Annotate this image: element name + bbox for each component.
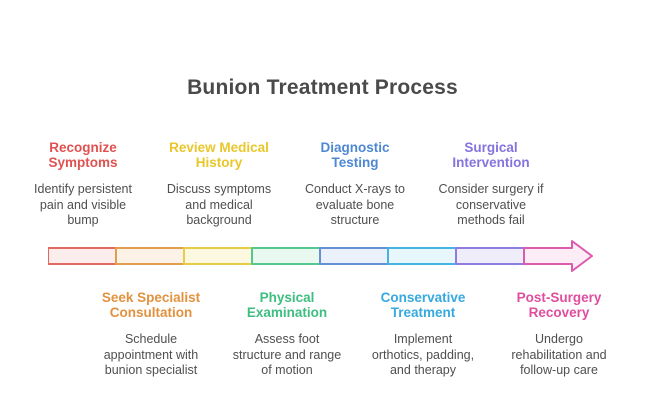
process-arrow-svg (47, 240, 593, 272)
arrow-segment (183, 247, 253, 265)
arrow-segment (115, 247, 185, 265)
step-title: Conservative Treatment (380, 290, 466, 320)
step-title: Surgical Intervention (452, 140, 530, 170)
arrow-segment (251, 247, 321, 265)
step-title: Physical Examination (246, 290, 328, 320)
step-title: Post-Surgery Recovery (516, 290, 602, 320)
step-description: Identify persistent pain and visible bum… (34, 182, 132, 227)
step-description: Schedule appointment with bunion special… (103, 332, 199, 377)
step-description: Conduct X-rays to evaluate bone structur… (304, 182, 406, 227)
arrow-segment (319, 247, 389, 265)
step-physical-examination: Physical Examination Assess foot structu… (222, 290, 352, 379)
arrow-segment (455, 247, 525, 265)
step-description: Undergo rehabilitation and follow-up car… (511, 332, 607, 377)
process-arrow (47, 239, 594, 273)
arrow-segment (387, 247, 457, 265)
page-title: Bunion Treatment Process (187, 76, 458, 99)
arrow-segment (47, 247, 117, 265)
step-title: Recognize Symptoms (48, 140, 118, 170)
step-recognize-symptoms: Recognize Symptoms Identify persistent p… (18, 140, 148, 229)
step-diagnostic-testing: Diagnostic Testing Conduct X-rays to eva… (290, 140, 420, 229)
step-description: Assess foot structure and range of motio… (232, 332, 342, 377)
step-surgical-intervention: Surgical Intervention Consider surgery i… (426, 140, 556, 229)
step-title: Seek Specialist Consultation (101, 290, 201, 320)
step-conservative-treatment: Conservative Treatment Implement orthoti… (358, 290, 488, 379)
step-description: Implement orthotics, padding, and therap… (371, 332, 475, 377)
step-description: Discuss symptoms and medical background (166, 182, 272, 227)
step-seek-specialist-consultation: Seek Specialist Consultation Schedule ap… (86, 290, 216, 379)
arrow-head-segment (523, 240, 593, 272)
step-title: Review Medical History (169, 140, 269, 170)
step-review-medical-history: Review Medical History Discuss symptoms … (154, 140, 284, 229)
step-description: Consider surgery if conservative methods… (438, 182, 544, 227)
step-title: Diagnostic Testing (320, 140, 390, 170)
step-post-surgery-recovery: Post-Surgery Recovery Undergo rehabilita… (494, 290, 624, 379)
